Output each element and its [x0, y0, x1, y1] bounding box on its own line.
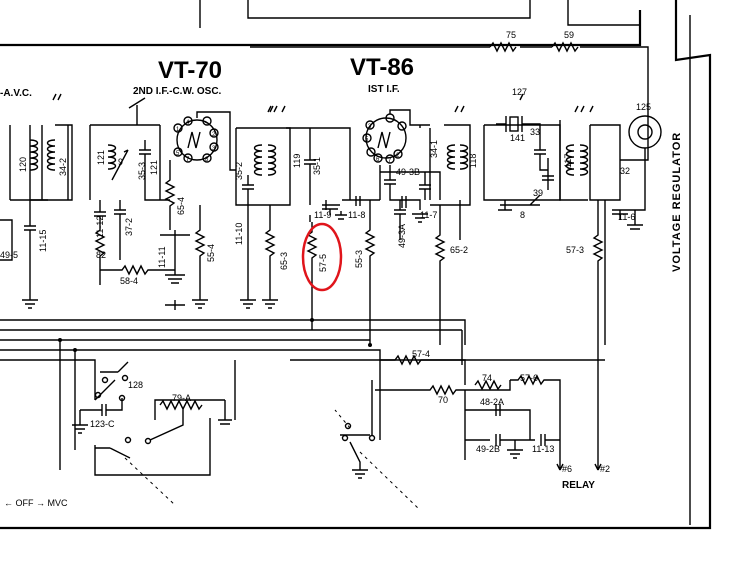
resistor-57-5: 57-5 [301, 222, 343, 330]
label-11-12: 11-12 [95, 216, 105, 238]
label-57-6: 57-6 [520, 373, 538, 383]
tube-vt86-pin-7: 7 [388, 158, 392, 164]
frame-lines [0, 0, 712, 530]
misc-marks [269, 105, 463, 365]
resistor-57-3: 57-3 [566, 200, 604, 470]
label-55-3: 55-3 [354, 250, 364, 268]
label-11-10: 11-10 [234, 223, 244, 245]
label-57-4: 57-4 [412, 349, 430, 359]
label-57-3: 57-3 [566, 245, 584, 255]
label-35-3: 35-3 [137, 162, 147, 180]
label-11-11: 11-11 [157, 246, 167, 268]
label-75: 75 [506, 30, 516, 40]
label-11-15: 11-15 [38, 230, 48, 252]
voltage-regulator-label: VOLTAGE REGULATOR [671, 132, 683, 272]
tube-title-vt70: VT-70 [158, 57, 222, 84]
tube-vt70-pin-5: 5 [176, 151, 180, 157]
tube-title-vt86: VT-86 [350, 54, 414, 81]
lower-right-network: 57-4 74 57-6 70 48-2A 49-2B 11-13 [375, 349, 561, 470]
tube-vt70-pin-1: 1 [176, 127, 180, 133]
tube-vt86-pin-5: 5 [365, 137, 369, 143]
tube-vt70-pin-2: 2 [212, 132, 216, 138]
voltage-regulator-tube: 125 11-6 VOLTAGE REGULATOR [612, 102, 683, 272]
switch-section: 128 79-A 123-C ← OFF → MVC [4, 361, 421, 511]
label-65-3: 65-3 [279, 252, 289, 270]
label-55-4: 55-4 [206, 244, 216, 262]
avc-label: -A.V.C. [0, 88, 32, 99]
label-32: 32 [620, 166, 630, 176]
label-11-6: 11-6 [618, 212, 635, 222]
relay-label: RELAY [562, 480, 595, 491]
label-74: 74 [482, 373, 492, 383]
relay-pin-6: #6 [562, 464, 572, 474]
transformer-120: 120 34-2 11-15 49-5 [0, 93, 73, 309]
switch-legend: ← OFF → MVC [4, 498, 68, 508]
label-39: 39 [533, 188, 543, 198]
tube-vt86-pin-3: 3 [368, 124, 372, 130]
tube-vt86-pin-6: 6 [376, 157, 380, 163]
label-127: 127 [512, 87, 527, 97]
label-120: 120 [18, 157, 28, 172]
label-121-a: 121 [96, 150, 106, 165]
label-128: 128 [128, 380, 143, 390]
label-9: 9 [118, 157, 123, 167]
label-70: 70 [438, 395, 448, 405]
label-118: 118 [468, 154, 478, 168]
transformer-119: 35-2 11-10 119 65-3 [234, 105, 302, 309]
label-79-a: 79-A [172, 393, 191, 403]
tube-function-vt70: 2ND I.F.-C.W. OSC. [133, 86, 222, 97]
label-57-5: 57-5 [318, 254, 328, 272]
label-82: 82 [96, 250, 106, 260]
label-123-c: 123-C [90, 419, 115, 429]
label-119: 119 [292, 154, 302, 168]
label-35-1: 35-1 [312, 157, 322, 175]
bus-lines [0, 318, 605, 470]
tube-vt70-pin-4: 4 [186, 120, 190, 126]
highlight-ellipse [301, 222, 343, 292]
vt70-network: 121 9 35-3 121 11-12 37-2 65-4 11-11 55-… [89, 97, 216, 310]
label-117: 117 [563, 154, 573, 168]
label-33: 33 [530, 127, 540, 137]
label-121-b: 121 [149, 160, 159, 175]
label-65-2: 65-2 [450, 245, 468, 255]
tube-vt86-pin-2: 2 [396, 153, 400, 159]
label-49-2b: 49-2B [476, 444, 500, 454]
label-11-7: 11-7 [420, 210, 437, 220]
label-11-8: 11-8 [348, 210, 365, 220]
label-35-2: 35-2 [234, 162, 244, 180]
label-11-13: 11-13 [532, 444, 554, 454]
label-34-1: 34-1 [429, 140, 439, 158]
label-48-2a: 48-2A [480, 397, 504, 407]
label-11-9: 11-9 [314, 210, 331, 220]
tube-vt86: 3 5 6 7 2 35-1 11-9 11-8 55-3 49-3B 49-3… [286, 105, 478, 345]
label-37-2: 37-2 [124, 218, 134, 236]
top-bus: 75 59 [250, 30, 649, 161]
tube-vt70-pin-8: 8 [205, 157, 209, 163]
tube-vt70-pin-3: 3 [212, 146, 216, 152]
label-34-2: 34-2 [58, 158, 68, 176]
tube-vt70-pin-7: 7 [186, 157, 190, 163]
label-49-5: 49-5 [0, 250, 18, 260]
label-8: 8 [520, 210, 525, 220]
label-59: 59 [564, 30, 574, 40]
relay-pin-2: #2 [600, 464, 610, 474]
label-49-3b: 49-3B [396, 167, 420, 177]
label-49-3a: 49-3A [397, 224, 407, 248]
label-58-4: 58-4 [120, 276, 138, 286]
tube-function-vt86: IST I.F. [368, 84, 400, 95]
tube-vt70: 1 5 7 8 3 2 4 [173, 111, 236, 171]
crystal-section: 127 141 33 117 39 8 32 [483, 87, 630, 345]
label-125: 125 [636, 102, 651, 112]
relay: #6 #2 RELAY [556, 463, 610, 491]
label-65-4: 65-4 [176, 197, 186, 215]
label-141: 141 [510, 133, 525, 143]
